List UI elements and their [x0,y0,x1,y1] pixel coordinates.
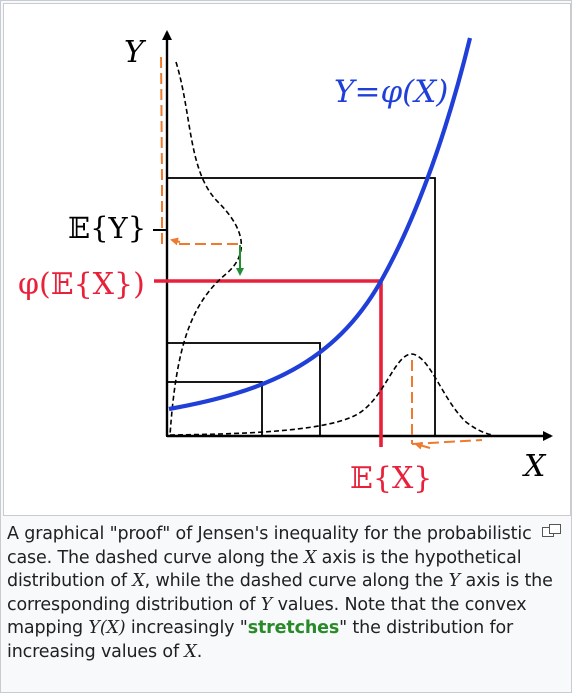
expected-x-label: 𝔼{X} [350,461,432,496]
stretches-word: stretches [247,618,340,639]
magnify-icon[interactable] [542,523,562,539]
large-box [166,177,436,437]
caption-text-6: increasingly " [125,618,248,639]
x-axis-label: X [522,449,547,484]
caption-text-2: axis is the hypothetical distribution of [7,547,522,592]
caption-var-x3: X [184,641,197,662]
caption-text-4: axis is the corresponding distribution o… [7,571,553,615]
caption-var-y2: Y [260,594,273,615]
expected-y-label: 𝔼{Y} [68,211,146,245]
x-distribution-curve [169,353,493,436]
y-mapping-arrowhead [170,237,181,246]
caption-var-y1: Y [448,571,461,592]
caption-text-3: , while the dashed curve along the [144,571,449,592]
figure-caption: A graphical "proof" of Jensen's inequali… [7,523,563,665]
y-distribution-curve [169,61,243,436]
y-axis-label: Y [124,35,147,70]
phi-curve [168,37,473,412]
jensen-svg: Y X Y=φ(X) 𝔼{Y} φ(𝔼{X}) 𝔼{X} [18,30,553,496]
caption-text-1: A graphical "proof" of Jensen's inequali… [7,524,532,568]
y-mapping-line [160,51,238,245]
x-mapping-arrowhead [414,441,431,450]
caption-text-7: " the distribution for increasing values… [7,618,514,662]
phi-expected-x-label: φ(𝔼{X}) [18,267,145,302]
caption-var-x1: X [303,547,317,568]
caption-text-8: . [196,641,203,662]
caption-var-x2: X [132,571,145,592]
x-mapping-line [411,360,483,445]
function-label: Y=φ(X) [334,74,448,110]
caption-var-yx: Y(X) [88,618,126,639]
small-box [166,381,263,437]
caption-text-5: values. Note that the convex mapping [7,594,527,639]
jensen-diagram: Y X Y=φ(X) 𝔼{Y} φ(𝔼{X}) 𝔼{X} [3,3,571,516]
